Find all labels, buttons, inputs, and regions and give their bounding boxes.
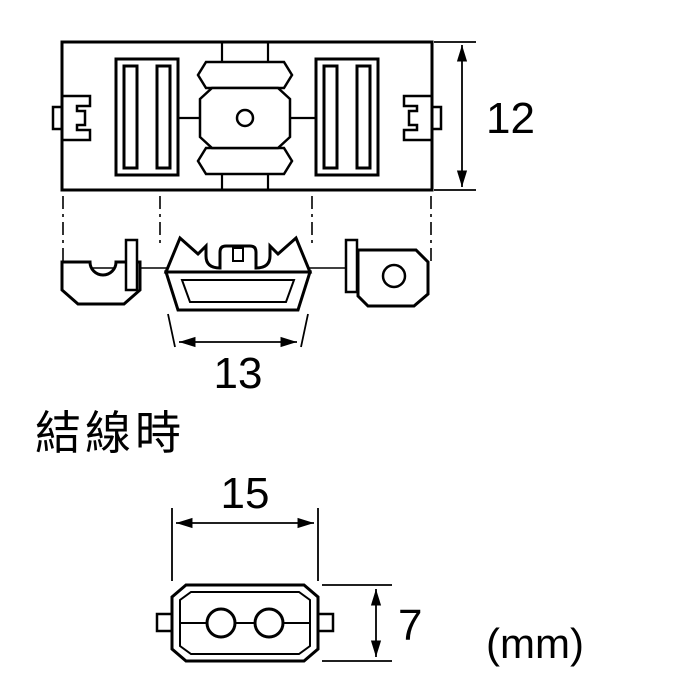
- side-view: [60, 235, 430, 312]
- center-top-flange: [196, 60, 294, 90]
- dimension-12: 12: [434, 41, 535, 191]
- left-contact-bar-b: [155, 64, 172, 170]
- connected-inner-outline: [179, 591, 311, 655]
- dimension-15: 15: [171, 469, 319, 581]
- centerlines: [62, 196, 432, 262]
- side-tab-left: [155, 612, 174, 633]
- dimension-15-label: 15: [221, 469, 270, 518]
- clamp-center-slot: [232, 247, 244, 262]
- extension-line: [300, 313, 309, 348]
- right-clip: [402, 94, 432, 142]
- dimension-7: 7: [322, 584, 422, 662]
- dimension-13-label: 13: [214, 349, 263, 398]
- side-tab-right: [316, 612, 335, 633]
- right-blade: [344, 238, 359, 294]
- left-contact-bar-a: [122, 64, 139, 170]
- unit-label: (mm): [486, 620, 584, 667]
- left-clip: [62, 94, 92, 142]
- right-clip-tab: [432, 105, 443, 131]
- center-screw-hole: [235, 108, 255, 128]
- right-contact-bar-b: [355, 64, 372, 170]
- dimension-13: 13: [167, 313, 309, 398]
- connected-state-label: 結線時: [35, 406, 185, 460]
- connected-view: [155, 583, 335, 663]
- left-saddle: [60, 260, 142, 306]
- left-clip-tab: [51, 105, 62, 131]
- right-contact-bar-a: [322, 64, 339, 170]
- dimension-7-label: 7: [398, 601, 422, 650]
- dimension-12-label: 12: [486, 94, 535, 143]
- top-view: [51, 40, 443, 192]
- clamp-body: [163, 270, 313, 312]
- extension-line: [167, 313, 176, 348]
- right-block-hole: [381, 263, 407, 289]
- wire-hole-right: [253, 607, 285, 639]
- clamp-body-inner: [180, 279, 296, 303]
- left-blade: [124, 238, 139, 292]
- center-bottom-flange: [196, 146, 294, 176]
- wire-hole-left: [205, 607, 237, 639]
